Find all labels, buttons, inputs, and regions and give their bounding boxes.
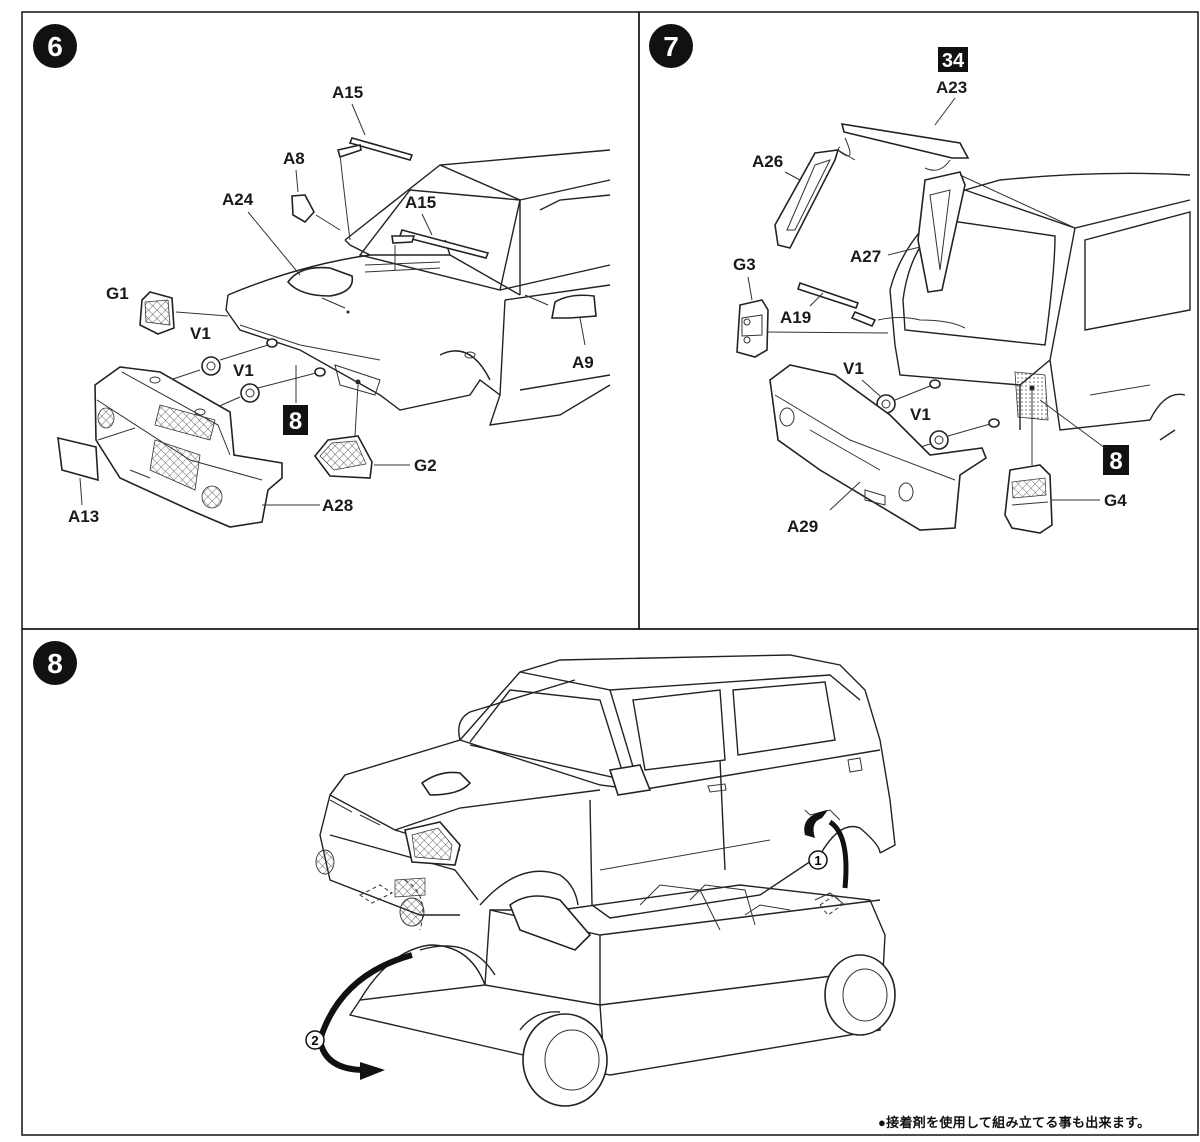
ref-box-8-p7 xyxy=(1103,445,1129,475)
step-badge-7 xyxy=(649,24,693,68)
panel-7: 7 34 A23 xyxy=(649,24,1191,536)
callout-1: 1 xyxy=(814,853,821,868)
car-body-rear xyxy=(889,172,1191,441)
label-v1-a: V1 xyxy=(190,324,211,343)
label-a15-top: A15 xyxy=(332,83,363,102)
step-number-7: 7 xyxy=(663,31,679,62)
rear-wiper-a19 xyxy=(796,281,966,329)
car-body-front xyxy=(225,149,611,426)
step-badge-8 xyxy=(33,641,77,685)
corner-light-g2 xyxy=(313,379,410,479)
label-g4: G4 xyxy=(1104,491,1127,510)
arrow-step-1: 1 xyxy=(804,810,849,916)
label-g3: G3 xyxy=(733,255,756,274)
label-a26: A26 xyxy=(752,152,783,171)
rear-lamp-g4 xyxy=(1004,385,1100,534)
door-mirror-a9 xyxy=(524,294,597,346)
panel-8-frame xyxy=(21,628,1199,1136)
panel-8: 8 xyxy=(33,641,896,1107)
ref-34: 34 xyxy=(942,50,965,72)
label-g2: G2 xyxy=(414,456,437,475)
arrow-step-2: 2 xyxy=(305,952,413,1080)
car-body-shell xyxy=(315,654,896,931)
label-a8: A8 xyxy=(283,149,305,168)
label-a23: A23 xyxy=(936,78,967,97)
label-a19: A19 xyxy=(780,308,811,327)
label-a13: A13 xyxy=(68,507,99,526)
step-number-8: 8 xyxy=(47,648,63,679)
label-v1-b: V1 xyxy=(233,361,254,380)
label-a24: A24 xyxy=(222,190,254,209)
pin-v1-a xyxy=(169,338,278,381)
pin-v1-b xyxy=(214,367,326,409)
step-number-6: 6 xyxy=(47,31,63,62)
wheel-front xyxy=(519,1011,608,1107)
label-a15-mid: A15 xyxy=(405,193,436,212)
side-garnish-a26 xyxy=(774,149,856,249)
wheel-rear xyxy=(824,954,896,1036)
label-a9: A9 xyxy=(572,353,594,372)
label-v1-c: V1 xyxy=(843,359,864,378)
pillar-a27 xyxy=(917,171,1076,293)
label-g1: G1 xyxy=(106,284,129,303)
label-a29: A29 xyxy=(787,517,818,536)
wiper-a15-mid xyxy=(391,229,490,270)
wheel-front-far xyxy=(419,945,496,976)
assembly-note: ●接着剤を使用して組み立てる事も出来ます。 xyxy=(878,1115,1151,1130)
ref-8-p7: 8 xyxy=(1109,448,1122,475)
label-a28: A28 xyxy=(322,496,353,515)
panel-7-frame xyxy=(638,11,1199,630)
ref-box-8-p6 xyxy=(283,405,308,435)
callout-2: 2 xyxy=(311,1033,318,1048)
label-a27: A27 xyxy=(850,247,881,266)
label-v1-d: V1 xyxy=(910,405,931,424)
plate-a13 xyxy=(57,427,136,506)
ref-box-34 xyxy=(938,47,968,72)
step-badge-6 xyxy=(33,24,77,68)
panel-6-frame xyxy=(21,11,640,630)
hood-scoop-a24 xyxy=(286,266,354,314)
chassis xyxy=(348,884,886,1076)
headlight-g1 xyxy=(139,291,229,335)
ref-8-p6: 8 xyxy=(289,408,302,435)
pin-v1-d xyxy=(894,418,1000,456)
front-bumper-a28 xyxy=(94,366,320,528)
rear-bumper-a29 xyxy=(769,364,987,531)
roof-spoiler-a23 xyxy=(837,97,970,171)
part-a8 xyxy=(291,194,341,231)
panel-6: 6 A15 xyxy=(33,24,611,528)
tail-lamp-g3 xyxy=(736,299,889,358)
wiper-a15-top xyxy=(336,137,414,241)
